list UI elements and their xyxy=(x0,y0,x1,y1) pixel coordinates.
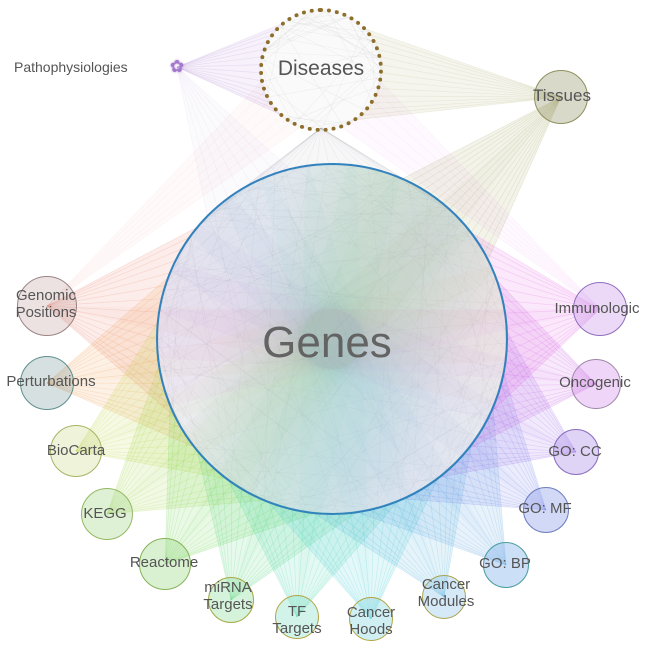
oncogenic-node[interactable] xyxy=(571,359,621,409)
reactome-label: Reactome xyxy=(129,554,199,571)
go-mf-label: GO: MF xyxy=(518,500,572,517)
cancer-hoods-node[interactable] xyxy=(349,597,393,641)
go-mf-node[interactable] xyxy=(523,487,569,533)
immunologic-label: Immunologic xyxy=(554,300,640,317)
tf-targets-node[interactable] xyxy=(275,595,319,639)
genomic-positions-node[interactable] xyxy=(17,276,77,336)
go-cc-node[interactable] xyxy=(553,429,599,475)
pathophysiologies-node[interactable]: ✿ xyxy=(169,57,185,76)
tissues-diseases-edges xyxy=(354,28,562,121)
perturbations-node[interactable] xyxy=(20,356,74,410)
go-bp-node[interactable] xyxy=(483,542,529,588)
reactome-node[interactable] xyxy=(139,538,191,590)
cancer-hoods-label: Cancer Hoods xyxy=(346,604,396,638)
oncogenic-label: Oncogenic xyxy=(559,374,631,391)
tissues-node[interactable] xyxy=(534,70,588,124)
immunologic-diseases-edges xyxy=(340,80,601,310)
tissues-label: Tissues xyxy=(533,86,591,105)
pathophysiologies-genes-edges xyxy=(176,66,292,218)
tf-targets-label: TF Targets xyxy=(272,603,322,637)
biocarta-node[interactable] xyxy=(50,425,102,477)
diseases-label: Diseases xyxy=(277,57,365,80)
genomic-positions-label: Genomic Positions xyxy=(15,287,77,321)
cancer-modules-node[interactable] xyxy=(422,575,466,619)
biocarta-label: BioCarta xyxy=(46,442,106,459)
go-bp-label: GO: BP xyxy=(479,555,531,572)
mirna-targets-node[interactable] xyxy=(208,577,254,623)
immunologic-node[interactable] xyxy=(573,282,627,336)
perturbations-label: Perturbations xyxy=(6,373,96,390)
mirna-targets-label: miRNA Targets xyxy=(203,579,253,613)
pathophysiologies-diseases-edges xyxy=(176,22,284,116)
cancer-modules-label: Cancer Modules xyxy=(417,576,475,610)
pathophysiologies-label: Pathophysiologies xyxy=(14,59,128,75)
kegg-label: KEGG xyxy=(83,505,127,522)
tissues-edges xyxy=(401,96,562,262)
genomic-positions-diseases-edges xyxy=(46,80,302,307)
kegg-node[interactable] xyxy=(81,488,133,540)
diseases-genes-edges xyxy=(200,127,451,226)
go-cc-label: GO: CC xyxy=(548,443,602,460)
genes-node[interactable] xyxy=(156,163,508,515)
diseases-node[interactable] xyxy=(259,8,383,132)
genes-label: Genes xyxy=(262,318,392,367)
